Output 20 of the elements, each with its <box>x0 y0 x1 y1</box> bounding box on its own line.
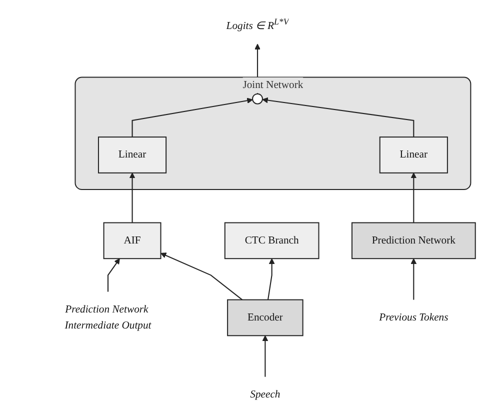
arrow <box>262 97 414 138</box>
node-text: Prediction Network Intermediate Output <box>64 304 152 331</box>
node-box: Prediction Network <box>351 222 476 260</box>
arrow <box>107 258 120 292</box>
arrow <box>132 98 253 138</box>
arrow <box>129 172 136 223</box>
node-box: Linear <box>379 136 448 174</box>
node-text: Previous Tokens <box>379 312 448 324</box>
node-text: Logits ∈ R$^{L*V}$ <box>226 16 289 32</box>
arrow <box>410 258 417 300</box>
arrow <box>262 335 268 377</box>
node-box: Linear <box>98 136 167 174</box>
node-circle <box>252 93 263 104</box>
node-text: Speech <box>250 388 280 400</box>
node-box: AIF <box>103 222 162 260</box>
arrow <box>410 172 417 223</box>
arrow <box>267 258 275 300</box>
arrow <box>160 252 243 300</box>
node-box: CTC Branch <box>224 222 320 260</box>
node-box: Encoder <box>227 299 304 336</box>
